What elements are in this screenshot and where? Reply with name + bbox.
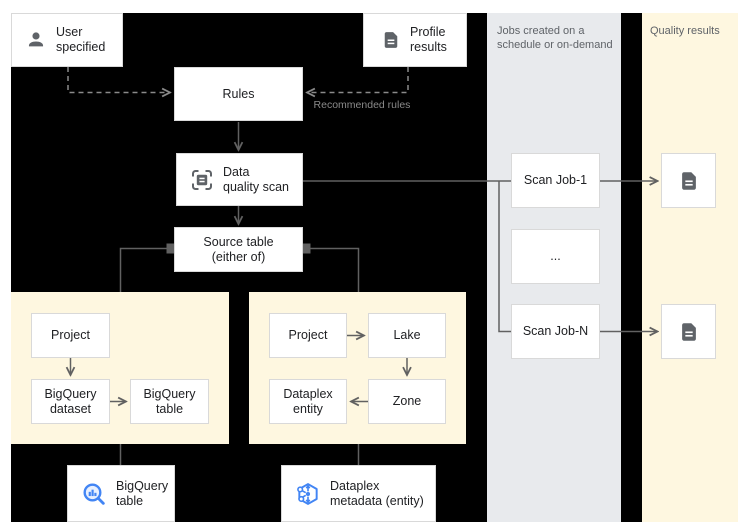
quality-result-2-node [661,304,716,359]
person-icon [28,32,44,47]
bigquery-icon [83,482,105,505]
profile-results-label: Profile results [410,25,447,54]
quality-results-column-background [642,13,738,522]
diagram-black-canvas [11,13,738,522]
document-icon [384,32,398,48]
document-icon [681,322,696,341]
bigquery-dataset-node: BigQuery dataset [31,379,110,424]
scan-job-ellipsis-node: ... [511,229,600,284]
source-table-node: Source table (either of) [174,227,303,272]
dataplex-metadata-node: Dataplex metadata (entity) [281,465,436,522]
zone-node: Zone [368,379,446,424]
jobs-header-line2: schedule or on-demand [497,39,613,51]
quality-column-header: Quality results [650,25,720,37]
document-icon [681,171,696,190]
dataplex-entity-node: Dataplex entity [269,379,347,424]
jobs-column-header: Jobs created on a schedule or on-demand [497,24,622,52]
user-specified-label: User specified [56,25,106,54]
dataplex-entity-label: Dataplex entity [283,386,333,416]
user-specified-node: User specified [11,13,123,67]
quality-result-1-node [661,153,716,208]
bigquery-table-node: BigQuery table [67,465,175,522]
bigquery-table-label: BigQuery table [116,478,169,508]
project-mid-node: Project [269,313,347,358]
bigquery-table-inner-label: BigQuery table [143,386,196,416]
dataplex-metadata-label: Dataplex metadata (entity) [330,478,424,508]
bigquery-dataset-label: BigQuery dataset [44,386,97,416]
project-left-node: Project [31,313,110,358]
scan-job-1-node: Scan Job-1 [511,153,600,208]
recommended-rules-label: Recommended rules [313,99,411,111]
dataplex-icon [297,482,318,505]
scan-frame-icon [192,169,212,190]
jobs-header-line1: Jobs created on a [497,25,585,37]
scan-job-n-node: Scan Job-N [511,304,600,359]
bigquery-table-inner-node: BigQuery table [130,379,209,424]
data-quality-scan-label: Data quality scan [223,164,290,194]
profile-results-node: Profile results [363,13,467,67]
lake-node: Lake [368,313,446,358]
source-table-label: Source table (either of) [203,234,274,264]
data-quality-scan-node: Data quality scan [176,153,303,206]
rules-node: Rules [174,67,303,121]
